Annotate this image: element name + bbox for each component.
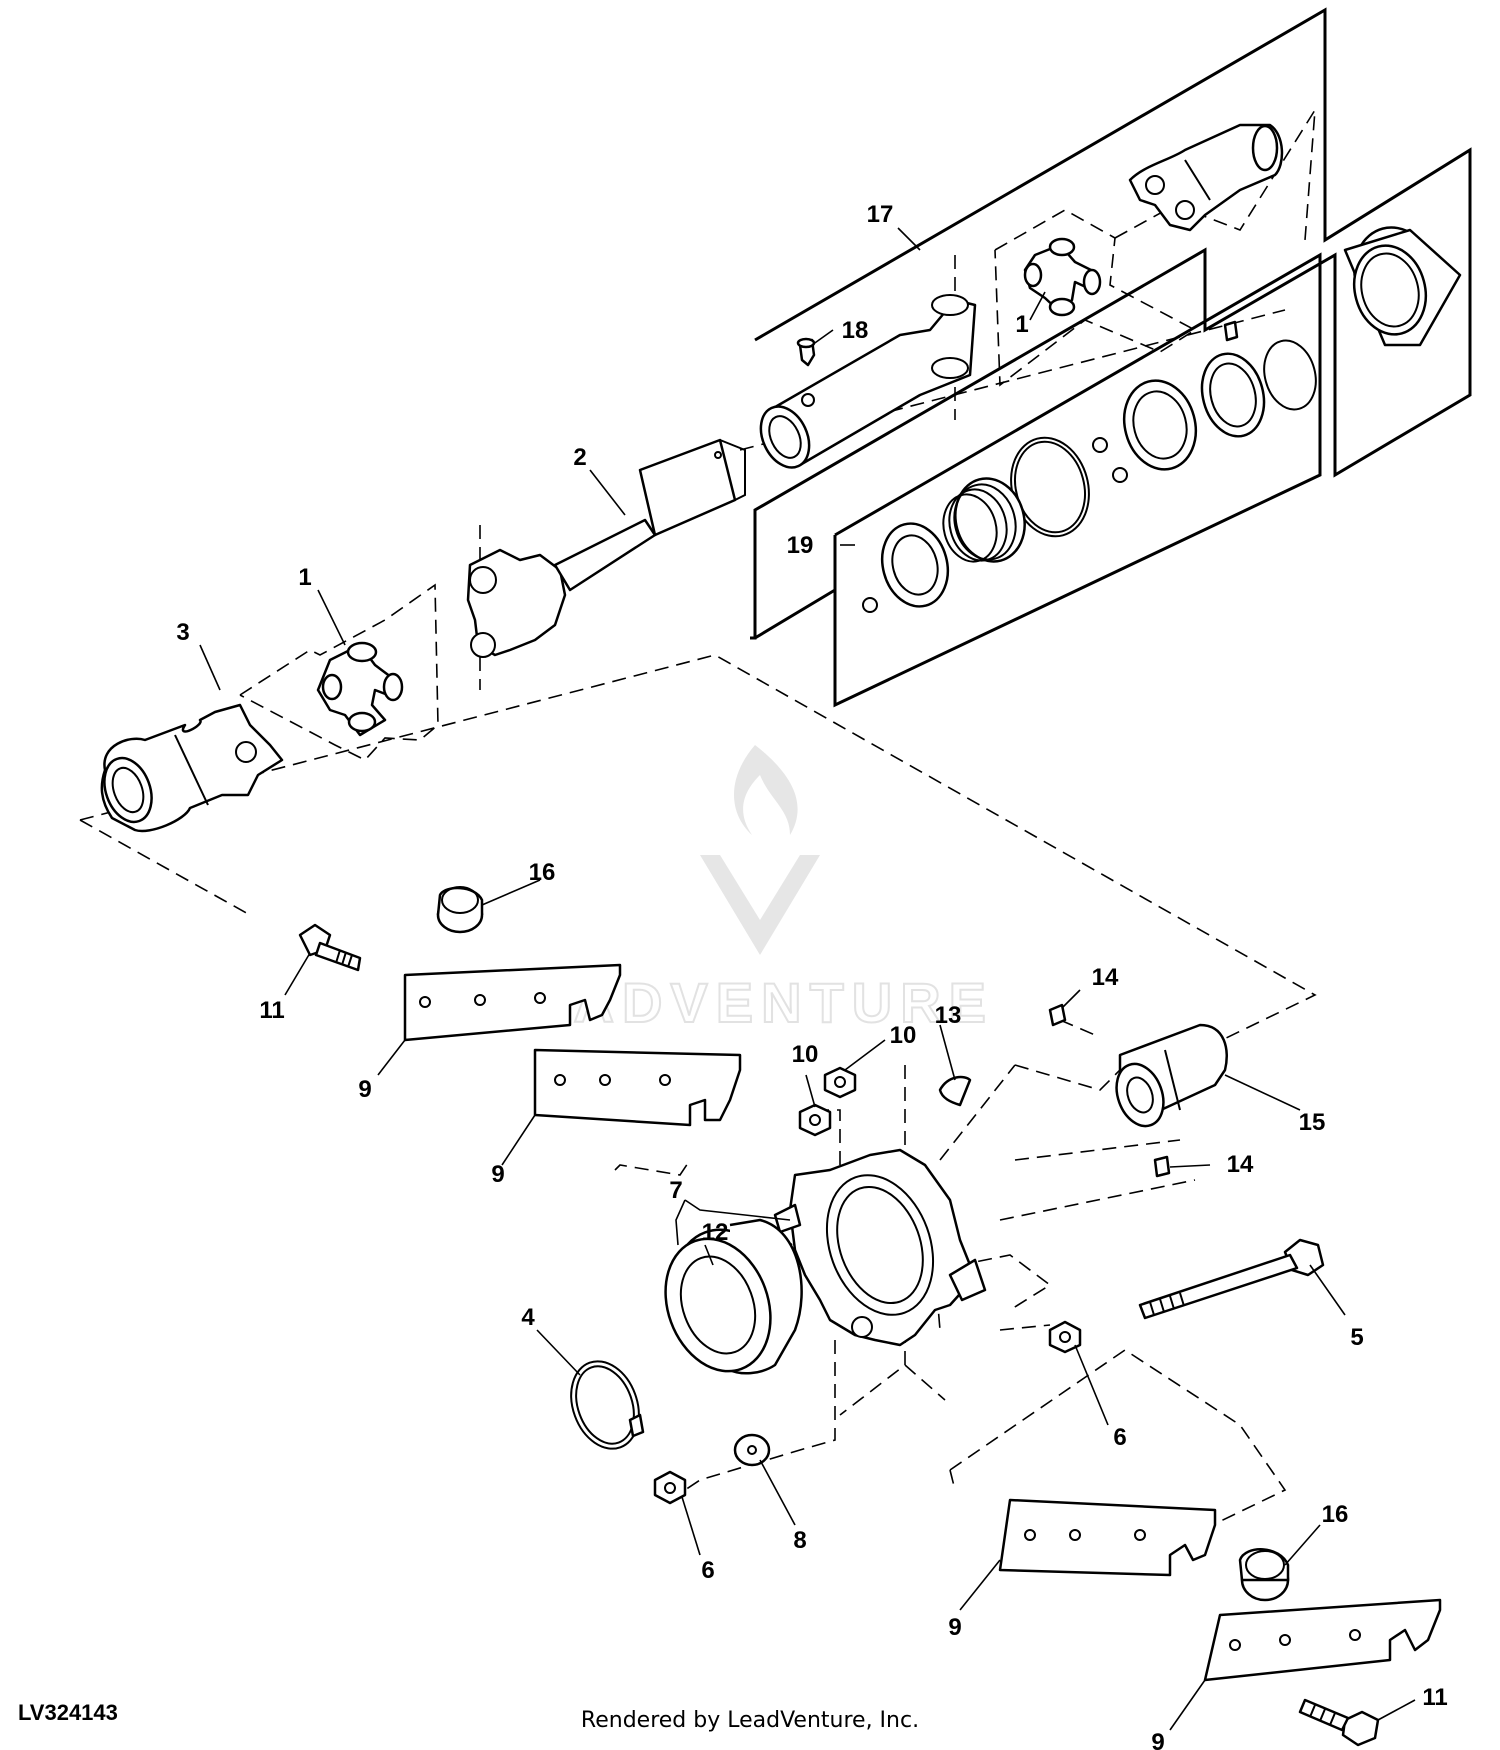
leader-lines [199,227,1416,1731]
leadventure-flame-logo [700,745,820,955]
part-3-outer-yoke [100,703,284,833]
callout-1-upper: 1 [1015,311,1028,338]
callout-19: 19 [787,532,814,559]
part-17-yoke-tube [759,294,977,469]
part-9-plate-3 [998,1498,1217,1577]
callout-11-lower: 11 [1422,1684,1447,1711]
part-7-bearing-housing [773,1148,987,1347]
part-19-bearing-ring [1200,320,1266,438]
part-1-cross-bearing-upper [1023,237,1102,317]
part-8-washer [733,1433,771,1467]
part-14-set-screw-lower [1153,1155,1171,1178]
callout-8: 8 [793,1527,806,1554]
callout-14-lower: 14 [1227,1151,1254,1178]
callout-9-fourth: 9 [1151,1729,1164,1750]
part-19-collar [1122,379,1198,471]
part-1-cross-bearing-lower [316,641,404,737]
callout-7: 7 [669,1177,682,1204]
part-2-inner-shaft [466,438,746,658]
part-9-plate-4 [1203,1598,1442,1682]
part-16-bushing-upper [436,886,484,934]
part-4-snap-ring [570,1360,645,1450]
callout-12: 12 [702,1219,729,1246]
part-11-bolt-upper [298,923,362,972]
callout-13: 13 [935,1002,962,1029]
part-6-nut-left [653,1470,687,1505]
callout-5: 5 [1350,1324,1363,1351]
part-19-shield-tube [1343,226,1462,347]
part-15-coupler [1115,1023,1228,1128]
part-9-plate-1 [403,963,622,1042]
part-16-bushing-lower [1238,1548,1290,1602]
part-17-outer-yoke [1128,123,1284,232]
render-credit: Rendered by LeadVenture, Inc. [580,1708,920,1733]
callout-4: 4 [521,1304,535,1331]
part-18-grease-fitting [796,337,816,367]
part-10-nut-2 [823,1066,857,1099]
callout-11-upper: 11 [259,997,284,1024]
callout-18: 18 [842,317,869,344]
callout-9-third: 9 [948,1614,961,1641]
part-19-snap-ring [1263,339,1317,411]
part-9-plate-2 [533,1048,742,1127]
callout-16-upper: 16 [529,859,556,886]
part-5-bolt [1138,1238,1325,1320]
callout-10-right: 10 [890,1022,917,1049]
callout-2: 2 [573,444,586,471]
callout-6-left: 6 [701,1557,714,1584]
part-12-bearing [664,1218,803,1375]
part-13-key [938,1075,972,1107]
part-19-detent-balls [1092,437,1128,483]
assembly-17-frame [750,7,1472,640]
callout-10-left: 10 [792,1041,819,1068]
callout-17: 17 [867,201,894,228]
callout-3: 3 [176,619,189,646]
callout-6-right: 6 [1113,1424,1126,1451]
part-6-nut-right [1048,1320,1082,1354]
callout-9-second: 9 [491,1161,504,1188]
part-14-set-screw-upper [1048,1003,1067,1027]
callout-15: 15 [1299,1109,1326,1136]
figure-id: LV324143 [18,1700,118,1725]
part-19-spring [942,477,1026,563]
callout-9-first: 9 [358,1076,371,1103]
assembly-19-frame [833,252,1322,708]
callout-1-lower: 1 [298,564,311,591]
part-11-bolt-lower [1298,1698,1380,1747]
callout-labels: 3 1 2 17 1 18 19 16 11 9 9 10 10 13 14 1… [176,201,1447,1750]
callout-14-upper: 14 [1092,964,1119,991]
part-19-washer [862,522,950,613]
part-10-nut-1 [798,1103,832,1137]
callout-16-lower: 16 [1322,1501,1349,1528]
